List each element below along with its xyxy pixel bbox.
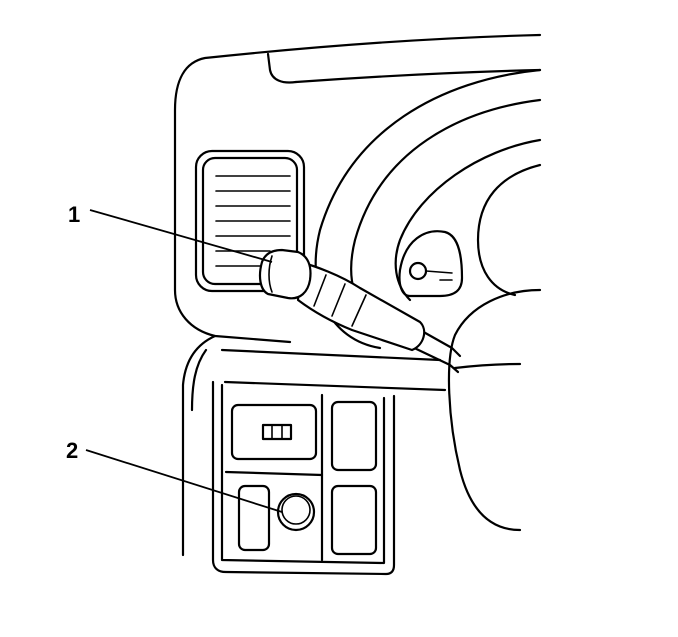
cluster-knob [398,230,464,298]
lower-dash-panel [181,334,442,557]
callout-2-label: 2 [66,438,78,463]
blank-switches [330,400,378,556]
callout-1-label: 1 [68,202,80,227]
callout-2: 2 [66,438,283,513]
switch-bezel [211,380,447,576]
vent-louvers [215,175,291,267]
small-switch [237,484,271,552]
callout-2-leader [85,449,283,513]
callout-1-leader [89,209,273,263]
multifunction-lever [258,248,462,374]
callout-1: 1 [68,202,273,263]
upper-dash-panel [173,33,542,344]
hazard-switch [230,403,318,461]
air-vent [194,149,306,293]
round-knob [276,492,316,532]
